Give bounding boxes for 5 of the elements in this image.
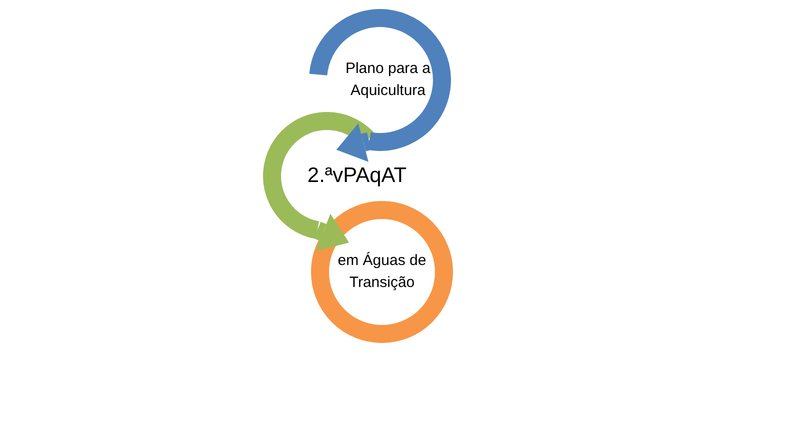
node-text: Plano para a Aquicultura <box>344 59 432 101</box>
arrow <box>314 214 350 251</box>
node-text: em Águas de Transição <box>336 251 428 293</box>
arrow <box>336 123 372 162</box>
node-text: 2.ªvPAqAT <box>306 162 408 189</box>
